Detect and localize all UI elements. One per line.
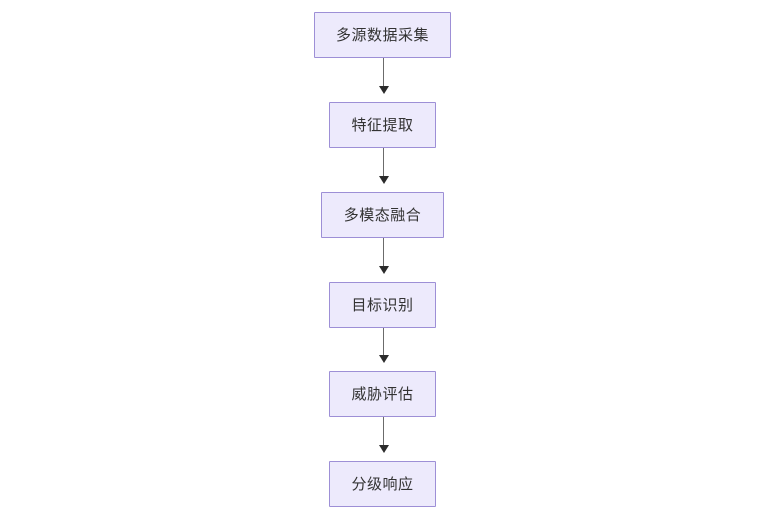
flow-node-multimodal-fusion[interactable]: 多模态融合 [321, 192, 444, 238]
edge-connector [383, 417, 384, 445]
flow-node-feature-extraction[interactable]: 特征提取 [329, 102, 436, 148]
arrowhead-icon [379, 86, 389, 94]
edge-connector [383, 58, 384, 86]
flow-node-label: 多源数据采集 [335, 26, 429, 44]
flow-node-target-recognition[interactable]: 目标识别 [329, 282, 436, 328]
flow-node-label: 目标识别 [351, 296, 414, 314]
flow-node-tiered-response[interactable]: 分级响应 [329, 461, 436, 507]
flow-node-label: 多模态融合 [343, 206, 422, 224]
arrowhead-icon [379, 355, 389, 363]
edge-connector [383, 328, 384, 355]
arrowhead-icon [379, 445, 389, 453]
flow-node-data-collection[interactable]: 多源数据采集 [314, 12, 451, 58]
flow-node-label: 分级响应 [351, 475, 414, 493]
edge-connector [383, 148, 384, 176]
flow-node-label: 威胁评估 [351, 385, 414, 403]
edge-connector [383, 238, 384, 266]
arrowhead-icon [379, 266, 389, 274]
arrowhead-icon [379, 176, 389, 184]
flow-node-threat-assessment[interactable]: 威胁评估 [329, 371, 436, 417]
flow-node-label: 特征提取 [351, 116, 414, 134]
